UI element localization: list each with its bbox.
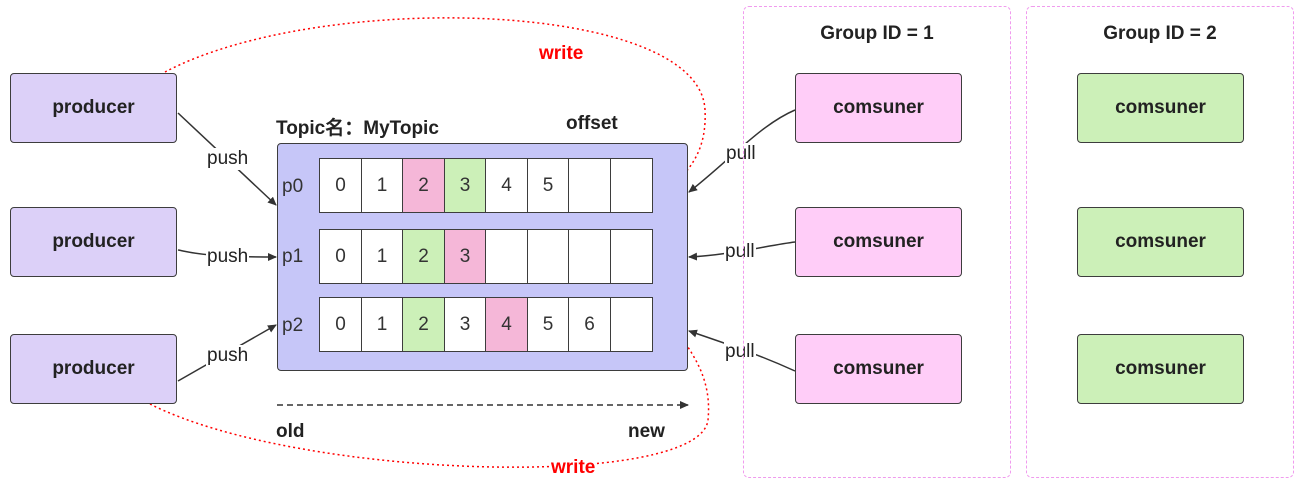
partition-p0-cell-0: 0 — [319, 158, 362, 213]
partition-p0-cell-3: 3 — [443, 158, 487, 213]
push-label-3: push — [206, 345, 250, 367]
offset-label: offset — [566, 113, 618, 134]
producer-1-label: producer — [52, 97, 135, 118]
partition-p0-cell-6 — [568, 158, 611, 213]
group-1-consumer-3[interactable]: comsuner — [795, 334, 962, 404]
pull-label-3: pull — [724, 341, 756, 363]
partition-p2-cell-5: 5 — [526, 297, 570, 352]
partition-p2-cell-7 — [609, 297, 653, 352]
push-connector-2 — [177, 249, 277, 261]
partition-p0-cell-4: 4 — [485, 158, 528, 213]
partition-p1-cell-2: 2 — [402, 229, 445, 284]
partition-p2-cell-0: 0 — [319, 297, 362, 352]
partition-p0-cell-2: 2 — [402, 158, 445, 213]
pull-label-1: pull — [725, 143, 757, 165]
partition-p2-cell-1: 1 — [360, 297, 404, 352]
group-1-consumer-2-label: comsuner — [833, 231, 924, 252]
partition-p0-cell-1: 1 — [360, 158, 404, 213]
group-2-consumer-1[interactable]: comsuner — [1077, 73, 1244, 143]
group-2-consumer-3[interactable]: comsuner — [1077, 334, 1244, 404]
producer-2-label: producer — [52, 231, 135, 252]
partition-label-p1: p1 — [282, 246, 304, 267]
group-2-consumer-1-label: comsuner — [1115, 97, 1206, 118]
partition-p1-cell-6 — [568, 229, 611, 284]
partition-p1-cell-0: 0 — [319, 229, 362, 284]
write-label-top: write — [538, 43, 585, 65]
producer-1[interactable]: producer — [10, 73, 177, 143]
group-1-consumer-1[interactable]: comsuner — [795, 73, 962, 143]
partition-p0-cell-5: 5 — [526, 158, 570, 213]
partition-p1-cell-1: 1 — [360, 229, 404, 284]
group-1-title: Group ID = 1 — [820, 23, 934, 44]
partition-p0-cell-7 — [609, 158, 653, 213]
partition-label-p0: p0 — [282, 176, 304, 197]
partition-p2-cell-6: 6 — [568, 297, 611, 352]
push-label-2: push — [206, 246, 250, 268]
partition-p1-cell-5 — [526, 229, 570, 284]
axis-old-label: old — [276, 421, 305, 442]
partition-p1-cell-7 — [609, 229, 653, 284]
producer-3-label: producer — [52, 358, 135, 379]
write-curve-bottom — [149, 329, 710, 468]
partition-p1-cell-4 — [485, 229, 528, 284]
consumer-group-2: Group ID = 2 — [1026, 6, 1294, 478]
partition-label-p2: p2 — [282, 315, 304, 336]
topic-title: Topic名：MyTopic — [276, 118, 439, 139]
axis-new-label: new — [628, 421, 665, 442]
group-1-consumer-2[interactable]: comsuner — [795, 207, 962, 277]
partition-p2-cell-2: 2 — [402, 297, 445, 352]
write-curve-top — [164, 17, 706, 184]
group-2-consumer-3-label: comsuner — [1115, 358, 1206, 379]
group-1-consumer-1-label: comsuner — [833, 97, 924, 118]
partition-p2-cell-4: 4 — [485, 297, 528, 352]
group-1-consumer-3-label: comsuner — [833, 358, 924, 379]
push-label-1: push — [206, 148, 250, 170]
group-2-title: Group ID = 2 — [1103, 23, 1217, 44]
partition-p1-cell-3: 3 — [443, 229, 487, 284]
consumer-group-1: Group ID = 1 — [743, 6, 1011, 478]
pull-label-2: pull — [724, 241, 756, 263]
producer-2[interactable]: producer — [10, 207, 177, 277]
write-label-bottom: write — [550, 457, 597, 479]
producer-3[interactable]: producer — [10, 334, 177, 404]
partition-p2-cell-3: 3 — [443, 297, 487, 352]
group-2-consumer-2-label: comsuner — [1115, 231, 1206, 252]
group-2-consumer-2[interactable]: comsuner — [1077, 207, 1244, 277]
